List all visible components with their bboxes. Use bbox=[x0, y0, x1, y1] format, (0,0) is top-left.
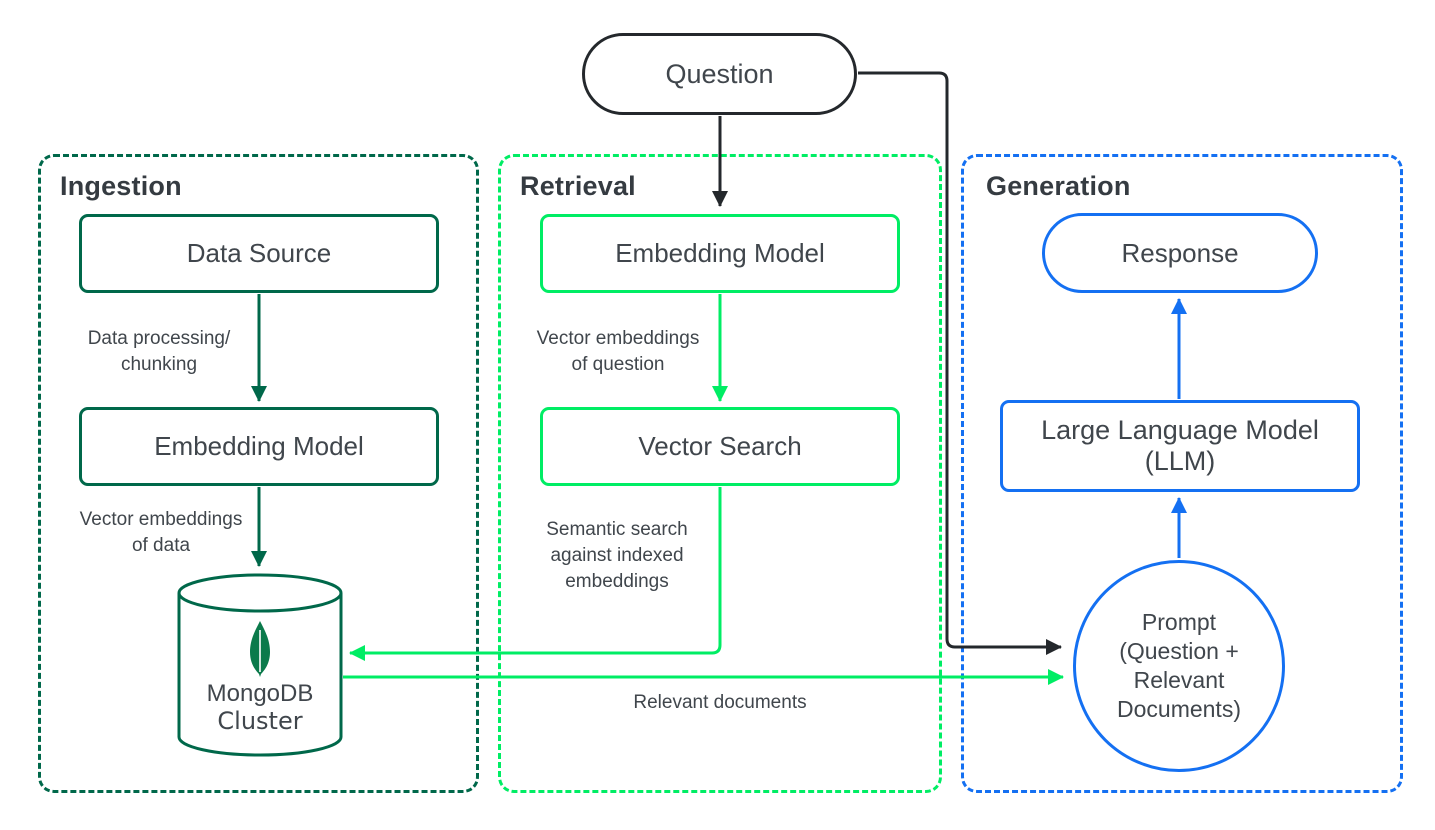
node-vector-search-label: Vector Search bbox=[638, 431, 802, 461]
node-mongodb-cluster-label: MongoDB Cluster bbox=[176, 680, 344, 735]
node-prompt-label: Prompt (Question + Relevant Documents) bbox=[1117, 609, 1241, 722]
section-title-retrieval: Retrieval bbox=[520, 171, 636, 201]
node-data-source-label: Data Source bbox=[186, 238, 332, 268]
node-question-label: Question bbox=[665, 58, 774, 89]
node-llm: Large Language Model (LLM) bbox=[1000, 400, 1360, 492]
section-ingestion bbox=[38, 154, 479, 793]
mongodb-cluster-line1: MongoDB bbox=[206, 680, 314, 707]
label-relevant-documents: Relevant documents bbox=[633, 692, 807, 713]
label-data-processing: Data processing/ chunking bbox=[87, 328, 231, 375]
node-response: Response bbox=[1042, 213, 1318, 293]
node-retrieval-embedding-model-label: Embedding Model bbox=[615, 238, 825, 268]
node-response-label: Response bbox=[1121, 237, 1239, 268]
mongodb-cluster-line2: Cluster bbox=[217, 707, 303, 735]
section-title-ingestion: Ingestion bbox=[60, 171, 182, 201]
label-vector-embeddings-of-question: Vector embeddings of question bbox=[536, 328, 700, 375]
node-retrieval-embedding-model: Embedding Model bbox=[540, 214, 900, 293]
node-prompt: Prompt (Question + Relevant Documents) bbox=[1073, 560, 1285, 772]
label-vector-embeddings-of-data: Vector embeddings of data bbox=[79, 509, 243, 556]
node-vector-search: Vector Search bbox=[540, 407, 900, 486]
section-title-generation: Generation bbox=[986, 171, 1131, 201]
node-ingestion-embedding-model: Embedding Model bbox=[79, 407, 439, 486]
node-question: Question bbox=[582, 33, 857, 115]
node-llm-label: Large Language Model (LLM) bbox=[1041, 415, 1319, 476]
node-data-source: Data Source bbox=[79, 214, 439, 293]
label-semantic-search: Semantic search against indexed embeddin… bbox=[546, 519, 688, 592]
node-ingestion-embedding-model-label: Embedding Model bbox=[154, 431, 364, 461]
